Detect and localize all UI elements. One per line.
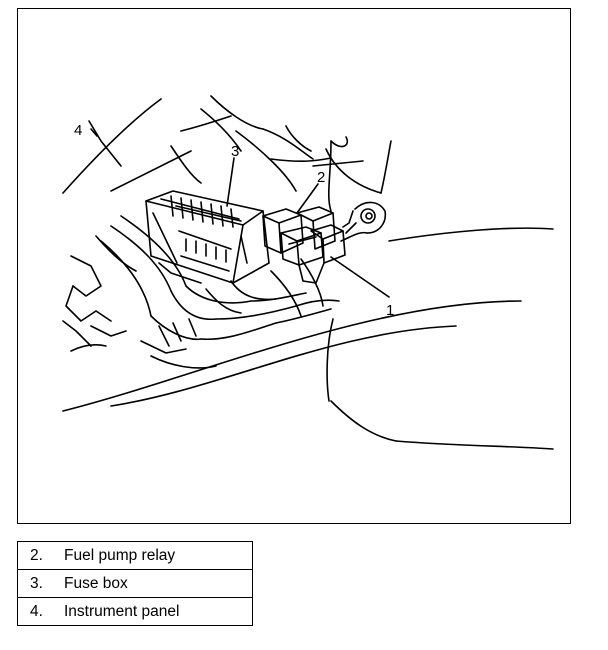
legend-row: 3. Fuse box — [17, 569, 253, 598]
diagram-frame: 4 3 2 1 — [17, 8, 571, 524]
leader-line-2 — [296, 183, 319, 214]
legend-cell: 2. Fuel pump relay — [17, 541, 253, 570]
legend-label: Instrument panel — [64, 602, 180, 620]
legend-number: 2. — [30, 546, 43, 564]
legend-cell: 4. Instrument panel — [17, 597, 253, 626]
callout-4: 4 — [74, 122, 82, 139]
wiring-harness — [100, 215, 340, 347]
leader-lines — [90, 128, 390, 298]
ground-terminal — [340, 201, 387, 242]
callout-1: 1 — [386, 302, 394, 319]
callout-2: 2 — [317, 169, 325, 186]
legend-number: 3. — [30, 574, 43, 592]
legend-cell: 3. Fuse box — [17, 569, 253, 598]
fuse-box — [145, 190, 270, 284]
legend-table: 2. Fuel pump relay 3. Fuse box 4. Instrumen… — [17, 541, 253, 626]
legend-number: 4. — [30, 602, 43, 620]
relay-cluster — [262, 206, 346, 284]
callout-3: 3 — [231, 143, 239, 160]
callout-labels: 4 3 2 1 — [74, 122, 394, 319]
legend-label: Fuel pump relay — [64, 546, 176, 564]
left-bracket-structure — [62, 108, 242, 369]
relay-location-illustration: 4 3 2 1 — [62, 95, 554, 450]
leader-line-3 — [226, 157, 235, 207]
legend-row: 4. Instrument panel — [17, 597, 253, 626]
legend-label: Fuse box — [64, 574, 128, 592]
dashboard-outline — [62, 95, 554, 450]
leader-line-4 — [90, 128, 98, 137]
leader-line-1 — [330, 256, 390, 298]
legend-row: 2. Fuel pump relay — [17, 541, 253, 570]
